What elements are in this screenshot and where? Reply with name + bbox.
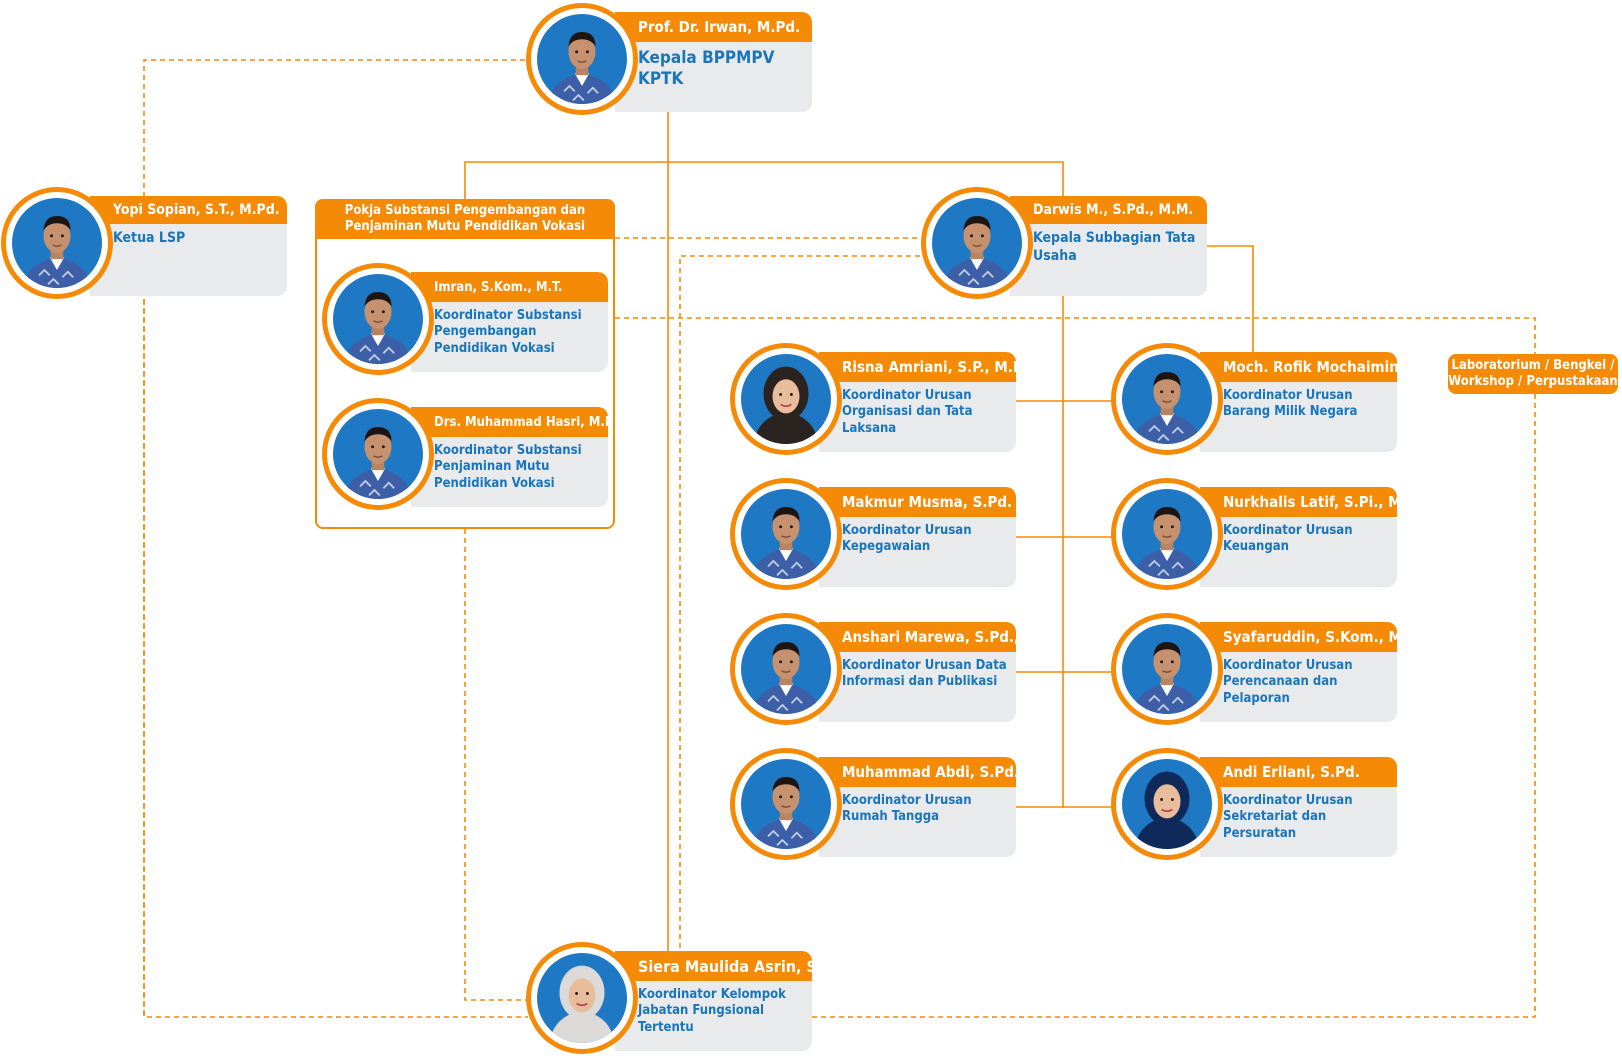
- person-role: Ketua LSP: [113, 230, 186, 246]
- person-role: Koordinator Kelompok Jabatan Fungsional …: [638, 987, 786, 1035]
- person-name: Prof. Dr. Irwan, M.Pd.: [615, 12, 812, 42]
- person-photo: [1112, 479, 1222, 589]
- person-photo: [527, 4, 637, 114]
- person-silhouette: [751, 507, 821, 579]
- person-silhouette: [1132, 372, 1202, 444]
- person-photo: [731, 479, 841, 589]
- person-name: Anshari Marewa, S.Pd., M.M.: [819, 622, 1016, 652]
- person-silhouette: [753, 366, 819, 444]
- person-photo: [527, 943, 637, 1053]
- person-photo: [1112, 614, 1222, 724]
- card-koordinator: Makmur Musma, S.Pd. Koordinator Urusan K…: [731, 479, 1016, 597]
- person-photo: [2, 188, 112, 298]
- person-role: Koordinator Urusan Data Informasi dan Pu…: [842, 658, 1007, 690]
- card-info-bg: [411, 302, 608, 372]
- person-name: Moch. Rofik Mochaimin, S.T.: [1200, 352, 1397, 382]
- card-info-bg: [1200, 382, 1397, 452]
- card-koordinator: Anshari Marewa, S.Pd., M.M. Koordinator …: [731, 614, 1016, 732]
- person-silhouette: [1134, 771, 1200, 849]
- card-lsp: Yopi Sopian, S.T., M.Pd. Ketua LSP: [2, 188, 287, 306]
- person-name: Risna Amriani, S.P., M.Pd.: [819, 352, 1016, 382]
- solid-link-head-branches: [464, 161, 1064, 199]
- dashed-link-lab-jft: [805, 394, 1536, 1018]
- card-koordinator: Syafaruddin, S.Kom., M.T. Koordinator Ur…: [1112, 614, 1397, 732]
- solid-link-tu-bmn: [1205, 245, 1254, 356]
- dashed-link-pokja-jft: [464, 529, 528, 1001]
- person-role: Koordinator Urusan Barang Milik Negara: [1223, 388, 1358, 420]
- person-role: Kepala BPPMPV KPTK: [638, 48, 775, 90]
- person-photo: [731, 749, 841, 859]
- person-name: Syafaruddin, S.Kom., M.T.: [1200, 622, 1397, 652]
- person-silhouette: [1132, 642, 1202, 714]
- card-koordinator: Moch. Rofik Mochaimin, S.T. Koordinator …: [1112, 344, 1397, 462]
- card-jft: Siera Maulida Asrin, S.T. Koordinator Ke…: [527, 943, 812, 1061]
- card-info-bg: [615, 981, 812, 1051]
- person-photo: [323, 399, 433, 509]
- card-koordinator: Muhammad Abdi, S.Pd. Koordinator Urusan …: [731, 749, 1016, 867]
- card-info-bg: [1010, 224, 1207, 296]
- person-name: Drs. Muhammad Hasri, M.Hum.: [411, 407, 608, 437]
- person-name: Muhammad Abdi, S.Pd.: [819, 757, 1016, 787]
- card-info-bg: [819, 382, 1016, 452]
- person-silhouette: [1132, 507, 1202, 579]
- person-role: Koordinator Urusan Rumah Tangga: [842, 793, 972, 825]
- dashed-link-lab: [615, 317, 1536, 354]
- person-role: Koordinator Urusan Perencanaan dan Pelap…: [1223, 658, 1353, 706]
- card-info-bg: [411, 437, 608, 507]
- person-name: Yopi Sopian, S.T., M.Pd.: [90, 196, 287, 224]
- person-silhouette: [343, 427, 413, 499]
- person-silhouette: [547, 32, 617, 104]
- person-silhouette: [549, 965, 615, 1043]
- card-info-bg: [819, 517, 1016, 587]
- person-role: Kepala Subbagian Tata Usaha: [1033, 230, 1196, 264]
- person-name: Imran, S.Kom., M.T.: [411, 272, 608, 302]
- person-name: Siera Maulida Asrin, S.T.: [615, 951, 812, 981]
- person-silhouette: [22, 216, 92, 288]
- card-koordinator: Risna Amriani, S.P., M.Pd. Koordinator U…: [731, 344, 1016, 462]
- person-photo: [1112, 749, 1222, 859]
- person-role: Koordinator Substansi Pengembangan Pendi…: [434, 308, 582, 356]
- dashed-link-lsp: [143, 59, 528, 1018]
- card-koordinator: Andi Erliani, S.Pd. Koordinator Urusan S…: [1112, 749, 1397, 867]
- person-name: Makmur Musma, S.Pd.: [819, 487, 1016, 517]
- card-head: Prof. Dr. Irwan, M.Pd. Kepala BPPMPV KPT…: [527, 4, 812, 122]
- person-role: Koordinator Urusan Sekretariat dan Persu…: [1223, 793, 1353, 841]
- person-photo: [1112, 344, 1222, 454]
- person-photo: [731, 614, 841, 724]
- person-name: Darwis M., S.Pd., M.M.: [1010, 196, 1207, 224]
- person-silhouette: [942, 216, 1012, 288]
- card-info-bg: [1200, 787, 1397, 857]
- card-info-bg: [1200, 652, 1397, 722]
- person-role: Koordinator Urusan Organisasi dan Tata L…: [842, 388, 973, 436]
- card-tu: Darwis M., S.Pd., M.M. Kepala Subbagian …: [922, 188, 1207, 306]
- card-info-bg: [819, 652, 1016, 722]
- person-photo: [922, 188, 1032, 298]
- person-silhouette: [343, 292, 413, 364]
- person-name: Nurkhalis Latif, S.Pi., M.Si.: [1200, 487, 1397, 517]
- card-pokja-member: Drs. Muhammad Hasri, M.Hum. Koordinator …: [323, 399, 608, 517]
- person-role: Koordinator Substansi Penjaminan Mutu Pe…: [434, 443, 582, 491]
- card-info-bg: [615, 42, 812, 112]
- card-info-bg: [819, 787, 1016, 857]
- pokja-title: Pokja Substansi Pengembangan dan Penjami…: [315, 199, 615, 239]
- person-role: Koordinator Urusan Kepegawaian: [842, 523, 972, 555]
- person-photo: [731, 344, 841, 454]
- person-silhouette: [751, 777, 821, 849]
- person-role: Koordinator Urusan Keuangan: [1223, 523, 1353, 555]
- card-koordinator: Nurkhalis Latif, S.Pi., M.Si. Koordinato…: [1112, 479, 1397, 597]
- card-info-bg: [1200, 517, 1397, 587]
- person-silhouette: [751, 642, 821, 714]
- person-name: Andi Erliani, S.Pd.: [1200, 757, 1397, 787]
- lab-label: Laboratorium / Bengkel / Workshop / Perp…: [1448, 354, 1618, 394]
- card-pokja-member: Imran, S.Kom., M.T. Koordinator Substans…: [323, 264, 608, 382]
- card-info-bg: [90, 224, 287, 296]
- person-photo: [323, 264, 433, 374]
